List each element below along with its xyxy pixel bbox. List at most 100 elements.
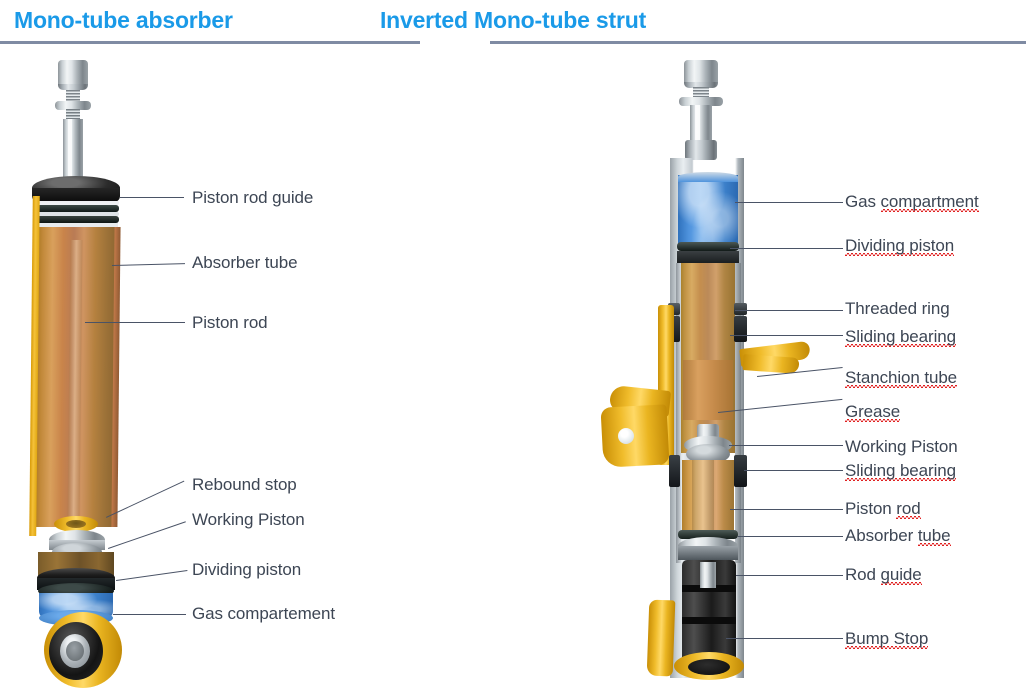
- label-strut-piston-rod-prefix: Piston: [845, 499, 897, 518]
- leader-sliding-bearing-lower: [744, 470, 843, 471]
- title-rule-left: [0, 41, 420, 44]
- label-bump-stop-marked: Bump Stop: [845, 629, 929, 648]
- label-strut-dividing-piston-marked: Dividing piston: [845, 236, 955, 255]
- leader-strut-dividing-piston: [730, 248, 843, 249]
- sliding-bearing-upper-right: [734, 316, 747, 342]
- label-strut-piston-rod-marked: rod: [896, 499, 921, 518]
- inverted-mono-tube-strut-illustration: [600, 0, 860, 700]
- panel-title-right: Inverted Mono-tube strut: [379, 7, 647, 33]
- strut-bottom-cap-inner: [688, 659, 730, 675]
- label-working-piston: Working Piston: [192, 510, 305, 529]
- label-strut-working-piston-text: Working Piston: [845, 437, 958, 456]
- leader-sliding-bearing-upper: [730, 335, 843, 336]
- mounting-bracket-right-lower: [742, 354, 800, 374]
- grease-layer: [683, 360, 733, 420]
- sliding-bearing-lower-left: [669, 455, 680, 487]
- strut-working-piston-body: [686, 444, 730, 464]
- leader-bump-stop: [726, 638, 843, 639]
- label-threaded-ring-text: Threaded ring: [845, 299, 950, 318]
- panel-title-left: Mono-tube absorber: [14, 7, 233, 33]
- strut-absorber-tube-right: [735, 263, 741, 563]
- label-strut-absorber-tube: Absorber tube: [845, 526, 951, 546]
- label-piston-rod: Piston rod: [192, 313, 268, 332]
- strut-rod-core: [692, 460, 714, 530]
- leader-piston-rod-guide: [120, 197, 184, 198]
- label-dividing-piston: Dividing piston: [192, 560, 302, 579]
- label-rod-guide-marked: guide: [880, 565, 922, 584]
- strut-rod-collar: [685, 140, 717, 160]
- piston-rod-shaft: [63, 119, 83, 183]
- strut-washer: [679, 97, 723, 106]
- bump-stop-inner-rod: [700, 562, 716, 588]
- label-bump-stop: Bump Stop: [845, 629, 928, 649]
- label-sliding-bearing-lower: Sliding bearing: [845, 461, 956, 481]
- bump-stop-groove-2: [682, 617, 736, 624]
- label-sliding-bearing-upper-marked: Sliding bearing: [845, 327, 956, 346]
- sliding-bearing-lower-right: [734, 455, 747, 487]
- upper-thread: [66, 90, 80, 102]
- seal-ring-5: [34, 223, 118, 227]
- strut-oil-column: [679, 263, 737, 453]
- label-gas-compartment: Gas compartment: [845, 192, 979, 212]
- strut-dividing-piston-seal: [677, 242, 739, 251]
- title-rule-right: [490, 41, 1026, 44]
- strut-upper-thread: [693, 87, 709, 98]
- threaded-ring-right: [734, 303, 747, 315]
- rod-washer: [55, 101, 91, 110]
- label-threaded-ring: Threaded ring: [845, 299, 950, 319]
- label-strut-dividing-piston: Dividing piston: [845, 236, 954, 256]
- seal-ring-1: [33, 201, 119, 205]
- label-rod-guide-prefix: Rod: [845, 565, 881, 584]
- label-strut-absorber-tube-marked: tube: [917, 526, 951, 545]
- strut-rod-highlight: [695, 105, 700, 160]
- leader-strut-piston-rod: [730, 509, 843, 510]
- mono-tube-absorber-illustration: [0, 0, 200, 700]
- sliding-bearing-upper-left: [669, 316, 680, 342]
- label-strut-piston-rod: Piston rod: [845, 499, 921, 519]
- seal-ring-2: [33, 205, 119, 212]
- label-gas-compartment-marked: compartment: [880, 192, 979, 211]
- piston-rod-guide-body: [32, 188, 120, 202]
- leader-strut-absorber-tube: [738, 536, 843, 537]
- bushing-bore: [66, 641, 84, 661]
- rebound-stop-hole: [66, 520, 86, 528]
- lower-thread: [66, 109, 80, 120]
- leader-threaded-ring: [735, 310, 843, 311]
- label-stanchion-tube-marked: Stanchion tube: [845, 368, 958, 387]
- strut-absorber-tube-left: [676, 263, 681, 563]
- leader-rod-guide: [736, 575, 843, 576]
- top-hex-nut: [58, 60, 88, 88]
- strut-dividing-piston: [677, 251, 739, 263]
- label-grease: Grease: [845, 402, 900, 422]
- leader-gas-compartment: [735, 202, 843, 203]
- label-gas-compartement: Gas compartement: [192, 604, 335, 623]
- label-sliding-bearing-upper: Sliding bearing: [845, 327, 956, 347]
- strut-gas-top-arc: [678, 172, 738, 182]
- label-strut-working-piston: Working Piston: [845, 437, 958, 457]
- bump-stop-groove-1: [682, 585, 736, 592]
- seal-ring-3: [33, 212, 119, 216]
- label-piston-rod-guide: Piston rod guide: [192, 188, 314, 207]
- label-sliding-bearing-lower-marked: Sliding bearing: [845, 461, 956, 480]
- strut-hex-nut-shadow: [684, 82, 718, 88]
- label-rod-guide: Rod guide: [845, 565, 922, 585]
- label-gas-compartment-prefix: Gas: [845, 192, 881, 211]
- seal-ring-4: [33, 216, 119, 223]
- strut-top-hex-nut: [684, 60, 718, 86]
- rod-highlight: [68, 119, 72, 183]
- leader-piston-rod: [85, 322, 185, 323]
- label-grease-marked: Grease: [845, 402, 901, 421]
- mounting-bracket-foot: [600, 404, 670, 468]
- label-strut-absorber-tube-prefix: Absorber: [845, 526, 918, 545]
- strut-rod-guide-seal: [678, 530, 738, 539]
- hex-nut-shadow: [58, 84, 88, 90]
- label-rebound-stop: Rebound stop: [192, 475, 297, 494]
- bracket-bolt-hole: [618, 428, 634, 444]
- strut-rod-guide-body: [678, 546, 738, 560]
- strut-gas-compartment: [678, 175, 738, 245]
- label-absorber-tube: Absorber tube: [192, 253, 298, 272]
- leader-gas-compartement: [113, 614, 186, 615]
- leader-strut-working-piston: [729, 445, 843, 446]
- label-stanchion-tube: Stanchion tube: [845, 368, 957, 388]
